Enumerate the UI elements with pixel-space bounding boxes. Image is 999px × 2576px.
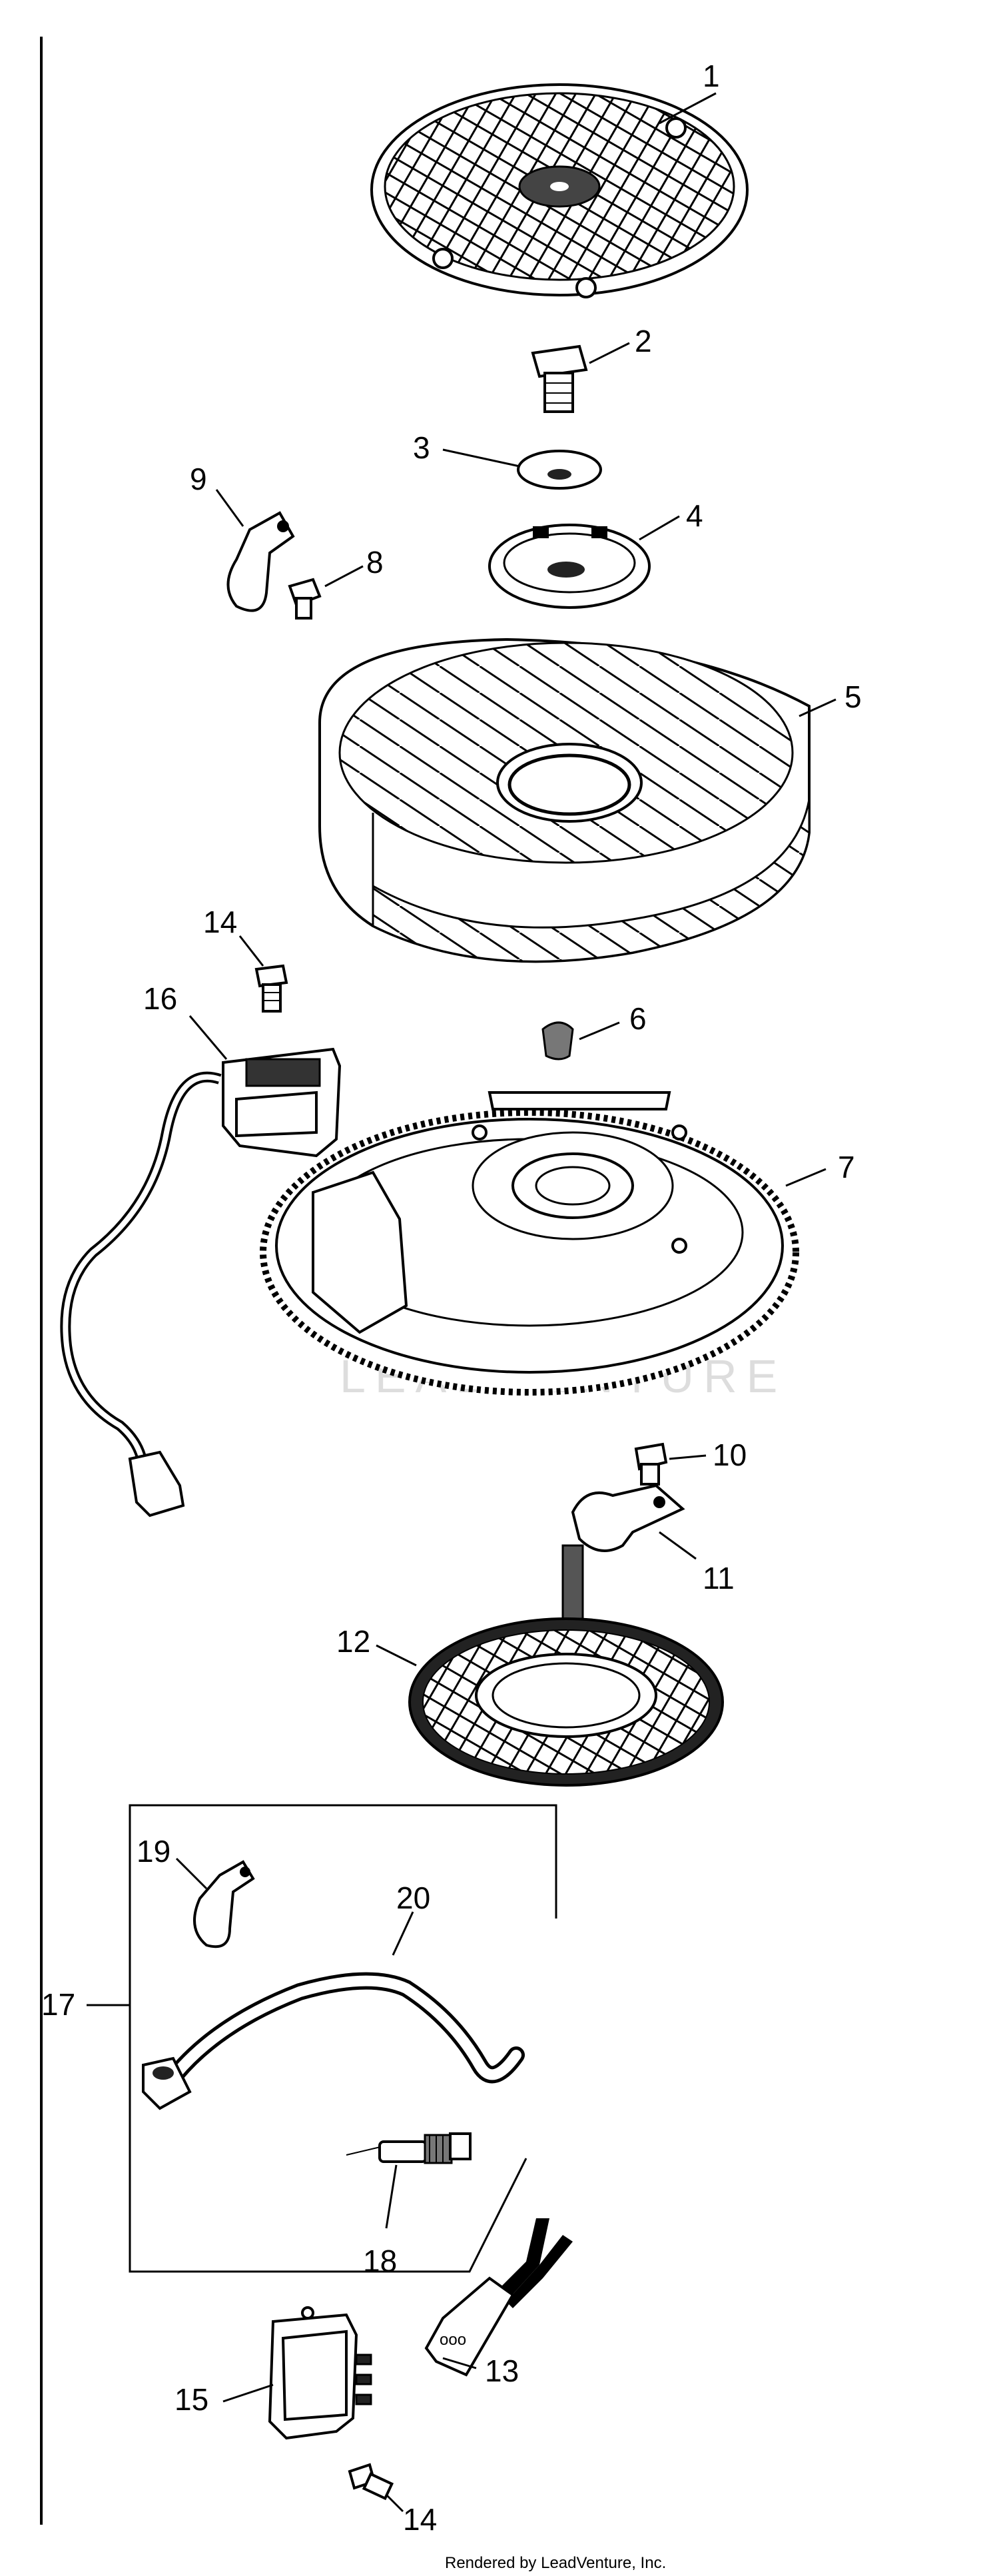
part-4-cup xyxy=(488,524,651,609)
callout-10: 10 xyxy=(713,1438,747,1472)
part-15-regulator xyxy=(268,2306,372,2440)
callout-15: 15 xyxy=(174,2382,208,2417)
part-16-ignition-coil xyxy=(60,1047,342,1517)
part-19-clamp xyxy=(193,1860,255,1948)
callout-19: 19 xyxy=(137,1834,170,1869)
callout-18: 18 xyxy=(363,2244,397,2278)
callout-16: 16 xyxy=(143,981,177,1016)
part-9-clamp xyxy=(226,511,295,612)
part-6-key xyxy=(541,1021,574,1061)
part-1-rotating-screen xyxy=(370,83,749,298)
part-20-spark-plug-lead xyxy=(142,1972,525,2110)
callout-14-lower: 14 xyxy=(403,2502,437,2537)
part-14-bolt-upper xyxy=(254,964,288,1013)
callout-6: 6 xyxy=(629,1001,647,1036)
callout-5: 5 xyxy=(844,679,862,714)
callout-3: 3 xyxy=(413,430,430,465)
callout-17: 17 xyxy=(41,1987,75,2022)
part-3-washer xyxy=(517,450,602,490)
part-10-screw xyxy=(634,1442,668,1486)
callout-11: 11 xyxy=(703,1561,735,1595)
part-5-fan xyxy=(318,638,811,963)
callout-9: 9 xyxy=(190,462,207,496)
svg-text:ooo: ooo xyxy=(440,2331,466,2349)
callout-7: 7 xyxy=(838,1150,855,1184)
part-8-screw xyxy=(288,578,322,620)
part-2-bolt xyxy=(531,344,588,413)
part-11-clamp xyxy=(561,1484,685,1620)
part-14-bolt-lower xyxy=(348,2463,394,2501)
part-12-stator xyxy=(408,1617,724,1787)
callout-8: 8 xyxy=(366,545,384,580)
part-7-flywheel xyxy=(260,1091,799,1396)
kit-17-bracket xyxy=(129,1804,557,2273)
callout-1: 1 xyxy=(703,59,720,93)
callout-12: 12 xyxy=(336,1624,370,1659)
part-18-spark-plug xyxy=(346,2132,472,2164)
footer-credit: Rendered by LeadVenture, Inc. xyxy=(445,2554,666,2572)
callout-13: 13 xyxy=(485,2354,519,2388)
callout-20: 20 xyxy=(396,1881,430,1915)
callout-14-upper: 14 xyxy=(203,905,237,939)
part-13-diode: ooo xyxy=(424,2218,573,2377)
callout-4: 4 xyxy=(686,498,703,533)
callout-2: 2 xyxy=(635,324,652,358)
